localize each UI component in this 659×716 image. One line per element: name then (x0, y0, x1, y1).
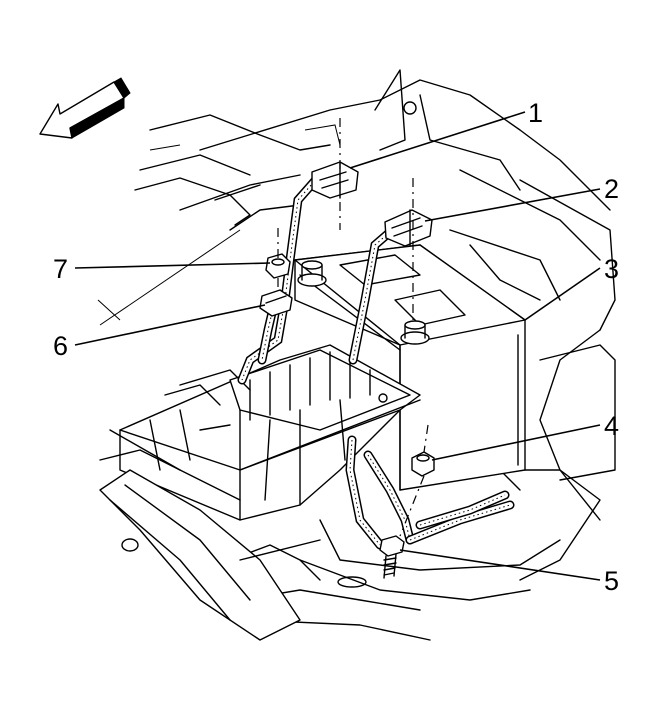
nut-4 (411, 451, 435, 477)
callout-2: 2 (604, 174, 619, 204)
callout-1: 1 (528, 98, 543, 128)
callout-4: 4 (604, 411, 619, 441)
front-direction-arrow-icon (39, 77, 131, 139)
vehicle-body-structure (97, 69, 616, 521)
callout-3: 3 (604, 254, 619, 284)
cable-clip-2 (384, 209, 433, 247)
callout-leaders (74, 111, 601, 581)
frame-rail (99, 429, 321, 641)
center-lines (277, 118, 429, 537)
callout-5: 5 (604, 566, 619, 596)
callout-7: 7 (53, 254, 68, 284)
lower-harness (405, 490, 515, 545)
positive-battery-cable (345, 227, 415, 550)
nut-7 (265, 253, 291, 279)
callout-labels: 1 2 3 4 5 6 7 (53, 98, 619, 596)
junction-box (119, 344, 421, 521)
cable-clip-6 (259, 289, 293, 317)
bolt-5 (379, 535, 405, 579)
callout-6: 6 (53, 331, 68, 361)
